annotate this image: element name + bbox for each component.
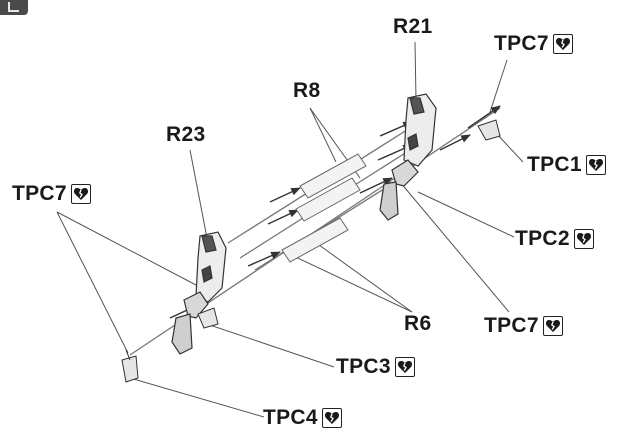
broken-heart-icon <box>552 33 573 54</box>
label-tpc3: TPC3 <box>336 356 415 377</box>
label-tpc7-lower-right: TPC7 <box>484 315 563 336</box>
cylinder-r8-lower <box>295 177 361 222</box>
label-tpc4: TPC4 <box>263 407 342 428</box>
label-r23-text: R23 <box>166 123 206 146</box>
leader-tpc7-lower-right <box>399 181 510 313</box>
cylinders <box>281 153 367 263</box>
leader-lines <box>56 41 524 418</box>
broken-heart-icon <box>573 228 594 249</box>
part-tpc3-connector <box>197 307 219 329</box>
broken-heart-icon <box>321 407 342 428</box>
label-tpc2: TPC2 <box>515 228 594 249</box>
arrow-r8-a <box>269 187 301 203</box>
leader-r8-a <box>309 107 337 163</box>
leader-r23 <box>189 149 208 239</box>
label-tpc7-left-text: TPC7 <box>12 182 67 205</box>
label-r8: R8 <box>293 80 320 101</box>
label-r21: R21 <box>393 16 432 37</box>
leader-tpc1 <box>494 131 524 163</box>
label-r8-text: R8 <box>293 79 321 102</box>
part-r21 <box>379 93 437 221</box>
label-tpc7-lower-right-text: TPC7 <box>484 314 539 337</box>
cylinder-r8-upper <box>299 153 367 199</box>
leader-tpc7-left-b <box>56 211 129 354</box>
part-tpc4-cap <box>121 349 139 383</box>
broken-heart-icon <box>542 315 563 336</box>
step-number-glyph <box>8 2 19 12</box>
label-r6: R6 <box>404 313 431 334</box>
step-number-tab <box>0 0 28 15</box>
leader-tpc7-left-a <box>56 211 197 286</box>
leader-tpc7-top-right <box>489 59 508 113</box>
label-tpc7-top-right-text: TPC7 <box>494 32 549 55</box>
leader-r6-b <box>284 251 413 313</box>
broken-heart-icon <box>70 183 91 204</box>
leader-tpc2 <box>417 191 515 238</box>
label-r6-text: R6 <box>404 312 432 335</box>
label-tpc7-left: TPC7 <box>12 183 91 204</box>
part-tpc1-connector <box>477 119 501 141</box>
label-tpc7-top-right: TPC7 <box>494 33 573 54</box>
broken-heart-icon <box>585 154 606 175</box>
leader-tpc3 <box>203 322 335 368</box>
arrow-to-tpc2 <box>359 177 393 194</box>
broken-heart-icon <box>394 356 415 377</box>
label-tpc1-text: TPC1 <box>527 153 582 176</box>
leader-r21 <box>414 41 417 101</box>
label-tpc2-text: TPC2 <box>515 227 570 250</box>
label-tpc1: TPC1 <box>527 154 606 175</box>
arrow-to-tpc7-top <box>467 105 501 129</box>
label-tpc3-text: TPC3 <box>336 355 391 378</box>
part-r23 <box>171 231 227 355</box>
arrow-r6 <box>247 251 281 267</box>
label-tpc4-text: TPC4 <box>263 406 318 429</box>
label-r21-text: R21 <box>393 15 433 38</box>
leader-tpc4 <box>129 377 265 418</box>
label-r23: R23 <box>166 124 205 145</box>
leader-r6-a <box>307 236 413 313</box>
arrow-to-tpc1 <box>439 134 471 151</box>
arrow-r8-b <box>267 209 299 225</box>
cylinder-r6 <box>281 217 349 263</box>
